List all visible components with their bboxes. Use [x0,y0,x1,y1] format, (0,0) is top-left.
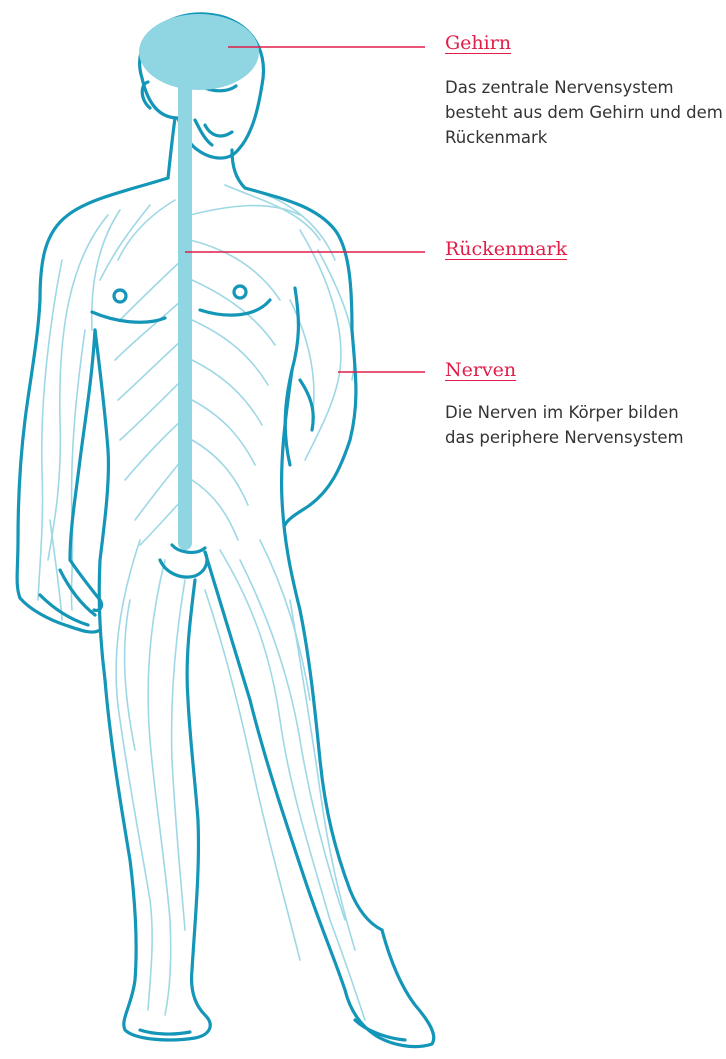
label-nerven[interactable]: Nerven [445,359,516,381]
body-outline [17,14,434,1047]
label-rueckenmark[interactable]: Rückenmark [445,238,567,260]
brain-shape [139,14,259,90]
spinal-cord-shape [178,80,192,550]
nerven-description: Die Nerven im Körper bilden das peripher… [445,400,705,450]
label-gehirn[interactable]: Gehirn [445,32,511,54]
gehirn-description: Das zentrale Nervensystem besteht aus de… [445,75,726,150]
